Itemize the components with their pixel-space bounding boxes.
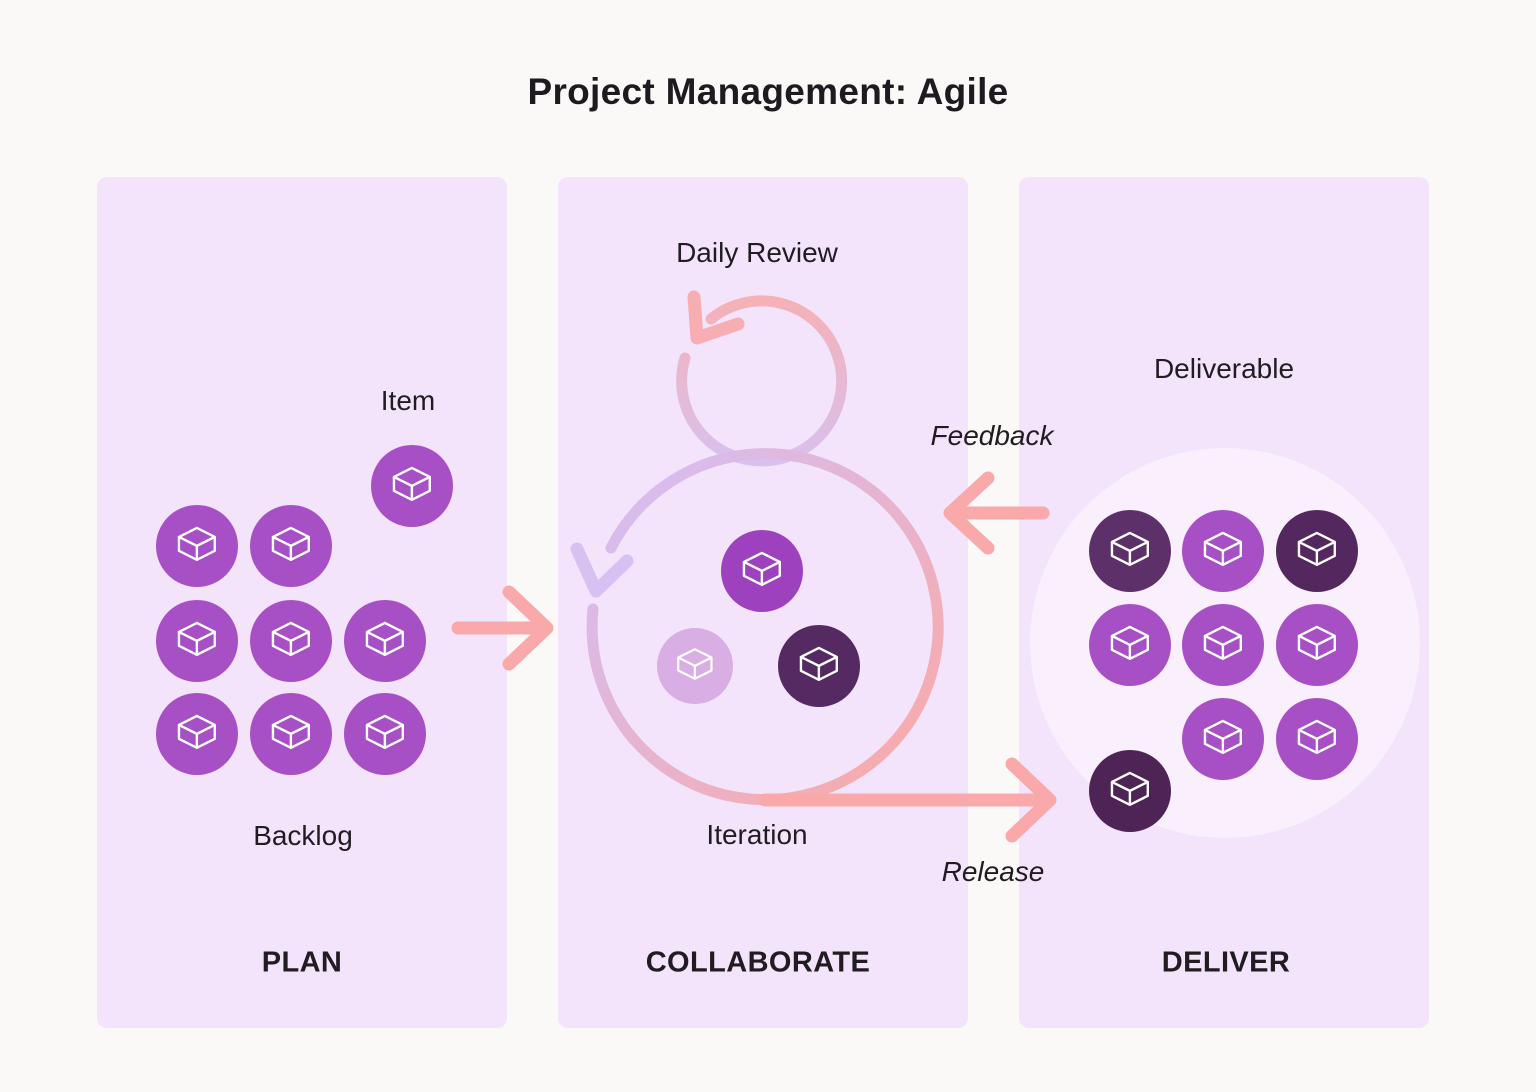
item-circle [250,505,332,587]
box-icon [742,551,782,587]
box-icon [365,621,405,657]
box-icon [1110,625,1150,661]
stage-label-deliver: DELIVER [1161,946,1291,979]
box-icon [1203,625,1243,661]
box-icon [1297,531,1337,567]
release-label: Release [941,856,1045,887]
item-circle [657,628,733,704]
iteration-label: Iteration [706,819,808,850]
panel-deliver: Deliverable DELIVER [1019,177,1429,1028]
item-circle [1182,698,1264,780]
item-circle [1276,510,1358,592]
box-icon [1110,771,1150,807]
box-icon [799,646,839,682]
item-circle [1182,510,1264,592]
item-circle [778,625,860,707]
panel-collaborate: Daily Review Iteration COLLABORATE [558,177,968,1028]
box-icon [271,526,311,562]
item-label: Item [380,385,436,416]
stage-label-collaborate: COLLABORATE [645,946,871,979]
item-circle [156,693,238,775]
item-circle [156,600,238,682]
item-circle [344,600,426,682]
item-circle [1089,510,1171,592]
item-circle [344,693,426,775]
box-icon [177,714,217,750]
item-circle [1089,604,1171,686]
item-circle [721,530,803,612]
box-icon [677,648,713,681]
box-icon [365,714,405,750]
backlog-label: Backlog [253,820,353,851]
box-icon [177,526,217,562]
item-circle [1276,604,1358,686]
box-icon [1297,719,1337,755]
box-icon [392,466,432,502]
box-icon [271,621,311,657]
item-circle [371,445,453,527]
box-icon [177,621,217,657]
page-title: Project Management: Agile [527,71,1009,112]
item-circle [250,693,332,775]
item-circle [1182,604,1264,686]
item-circle [1276,698,1358,780]
item-circle [250,600,332,682]
daily-review-label: Daily Review [676,237,838,268]
deliverable-label: Deliverable [1153,353,1295,384]
panel-plan: Item Backlog PLAN [97,177,507,1028]
item-circle [1089,750,1171,832]
box-icon [1110,531,1150,567]
box-icon [1203,719,1243,755]
box-icon [271,714,311,750]
box-icon [1203,531,1243,567]
box-icon [1297,625,1337,661]
stage-label-plan: PLAN [261,946,343,979]
feedback-label: Feedback [930,420,1054,451]
item-circle [156,505,238,587]
